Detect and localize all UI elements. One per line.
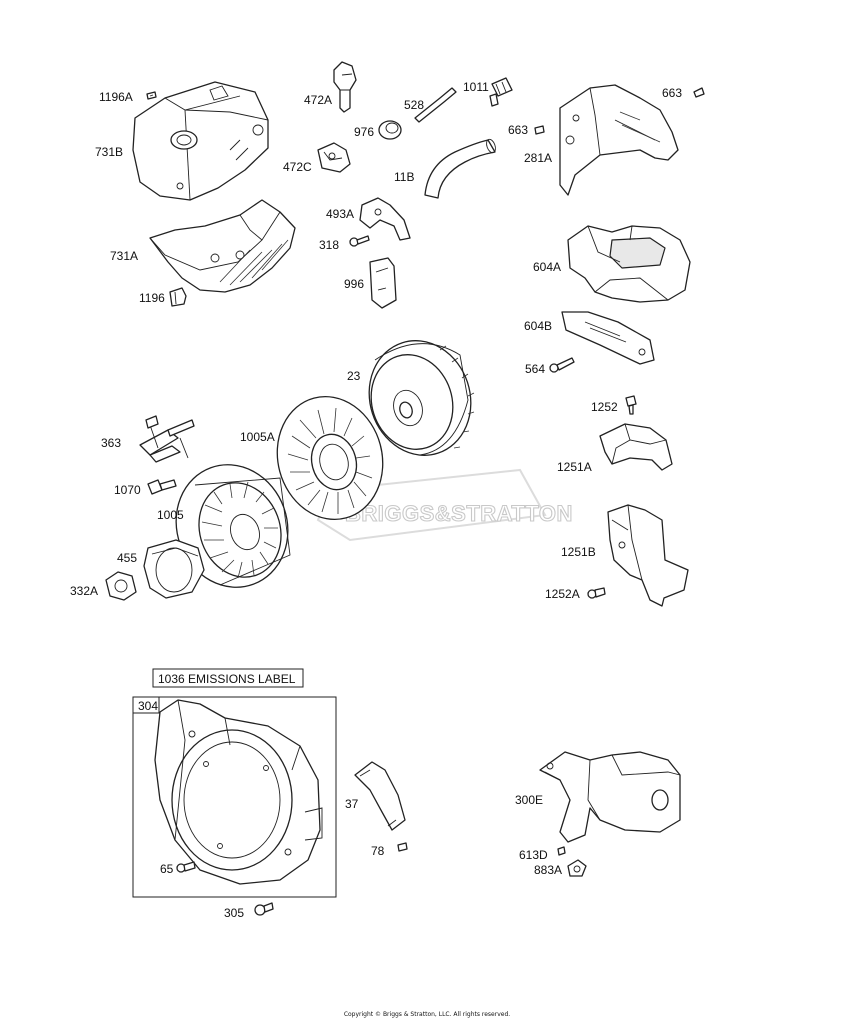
plate-996-drawing — [369, 257, 397, 309]
label-332A: 332A — [70, 584, 98, 598]
watermark-text: BRIGGS&STRATTON — [345, 501, 573, 526]
label-1196: 1196 — [139, 291, 165, 305]
label-1252: 1252 — [591, 400, 618, 414]
copyright-notice: Copyright © Briggs & Stratton, LLC. All … — [343, 1011, 511, 1018]
label-23: 23 — [347, 369, 361, 383]
guard-1251A-drawing — [599, 423, 673, 471]
screw-318-drawing — [349, 235, 370, 247]
screw-1252-drawing — [625, 395, 637, 415]
cap-976-drawing — [378, 120, 402, 140]
baffle-37-drawing — [354, 761, 406, 831]
fan-1005-drawing — [175, 464, 291, 588]
label-731B: 731B — [95, 145, 123, 159]
briggs-stratton-watermark: BRIGGS&STRATTON — [316, 468, 573, 542]
fuel-valve-472A-drawing — [333, 61, 357, 113]
label-663-lower: 663 — [508, 123, 528, 137]
label-78: 78 — [371, 844, 385, 858]
plate-604B-drawing — [561, 311, 655, 365]
fuel-filter-1011-drawing — [489, 77, 513, 107]
screw-613D-drawing — [557, 846, 566, 856]
fuel-tank-drawing — [132, 81, 269, 201]
label-300E: 300E — [515, 793, 543, 807]
valve-bracket-472C-drawing — [317, 142, 351, 173]
part-labels: 1196A 731B 731A 1196 472A 976 472C 528 1… — [70, 80, 682, 920]
label-65: 65 — [160, 862, 174, 876]
label-1251B: 1251B — [561, 545, 596, 559]
blower-housing-304-group — [132, 696, 337, 898]
fuel-hose-11B-drawing — [424, 138, 496, 199]
emissions-label-text: 1036 EMISSIONS LABEL — [158, 672, 296, 686]
label-1070: 1070 — [114, 483, 141, 497]
screw-78-drawing — [397, 842, 408, 852]
shroud-281A-drawing — [559, 84, 679, 196]
screw-65-drawing — [176, 861, 196, 873]
shield-1251B-drawing — [607, 504, 689, 607]
label-37: 37 — [345, 797, 359, 811]
bracket-363-drawing — [139, 415, 195, 463]
flywheel-23-drawing — [368, 340, 475, 456]
label-472C: 472C — [283, 160, 312, 174]
label-528: 528 — [404, 98, 424, 112]
label-281A: 281A — [524, 151, 552, 165]
label-1252A: 1252A — [545, 587, 580, 601]
label-731A: 731A — [110, 249, 138, 263]
label-1196A: 1196A — [99, 90, 133, 104]
label-1005: 1005 — [157, 508, 184, 522]
collar-455-drawing — [143, 539, 205, 599]
screw-305-drawing — [254, 902, 274, 916]
nut-332A-drawing — [105, 571, 137, 601]
label-304: 304 — [138, 699, 158, 713]
screw-1196A-drawing — [146, 91, 157, 100]
bolt-1070-drawing — [147, 479, 177, 495]
screw-663-upper-drawing — [693, 87, 705, 98]
label-604B: 604B — [524, 319, 552, 333]
fuel-line-528-drawing — [414, 87, 457, 123]
label-455: 455 — [117, 551, 137, 565]
muffler-300E-drawing — [539, 751, 681, 843]
fan-1005A-drawing — [276, 395, 384, 521]
label-318: 318 — [319, 238, 339, 252]
lock-883A-drawing — [567, 859, 587, 877]
label-11B: 11B — [394, 170, 414, 184]
screw-1252A-drawing — [587, 587, 606, 599]
bracket-493A-drawing — [359, 197, 411, 241]
screw-564-drawing — [549, 357, 575, 373]
label-363: 363 — [101, 436, 121, 450]
label-663-upper: 663 — [662, 86, 682, 100]
screw-663-lower-drawing — [534, 125, 545, 135]
label-613D: 613D — [519, 848, 548, 862]
label-493A: 493A — [326, 207, 354, 221]
label-883A: 883A — [534, 863, 562, 877]
label-1005A: 1005A — [240, 430, 275, 444]
clip-1196-drawing — [169, 287, 187, 307]
label-472A: 472A — [304, 93, 332, 107]
emissions-label: 1036 EMISSIONS LABEL — [152, 668, 304, 688]
label-996: 996 — [344, 277, 364, 291]
label-564: 564 — [525, 362, 545, 376]
label-305: 305 — [224, 906, 244, 920]
label-1251A: 1251A — [557, 460, 592, 474]
label-604A: 604A — [533, 260, 561, 274]
label-1011: 1011 — [463, 80, 489, 94]
label-976: 976 — [354, 125, 374, 139]
guard-604A-drawing — [567, 225, 691, 303]
tank-bracket-drawing — [149, 199, 296, 293]
